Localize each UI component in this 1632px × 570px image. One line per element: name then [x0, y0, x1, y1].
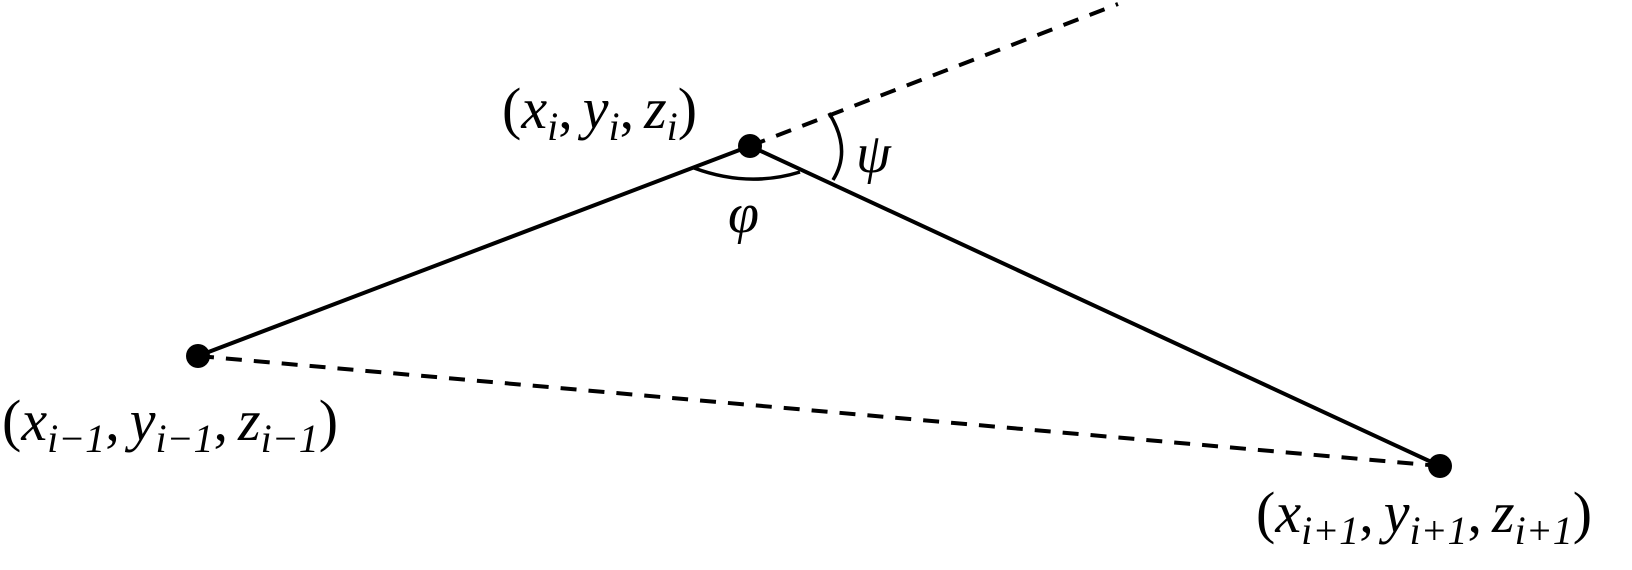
label-angle-deflection: ψ [856, 123, 892, 185]
angle-arc-deflection [827, 112, 844, 181]
point-prev [186, 344, 210, 368]
point-current [738, 134, 762, 158]
point-next [1428, 454, 1452, 478]
segment-prev-to-next-dashed [197, 354, 1441, 468]
label-point-next: (xi+1,yi+1,zi+1) [1256, 480, 1592, 553]
label-point-prev: (xi−1,yi−1,zi−1) [2, 388, 338, 461]
segment-current-to-next [749, 144, 1441, 468]
label-angle-interior: φ [728, 183, 759, 245]
extension-line-dashed [749, 2, 1119, 148]
angle-arc-interior [693, 166, 801, 181]
segment-prev-to-current [197, 144, 751, 358]
label-point-current: (xi,yi,zi) [502, 76, 697, 149]
